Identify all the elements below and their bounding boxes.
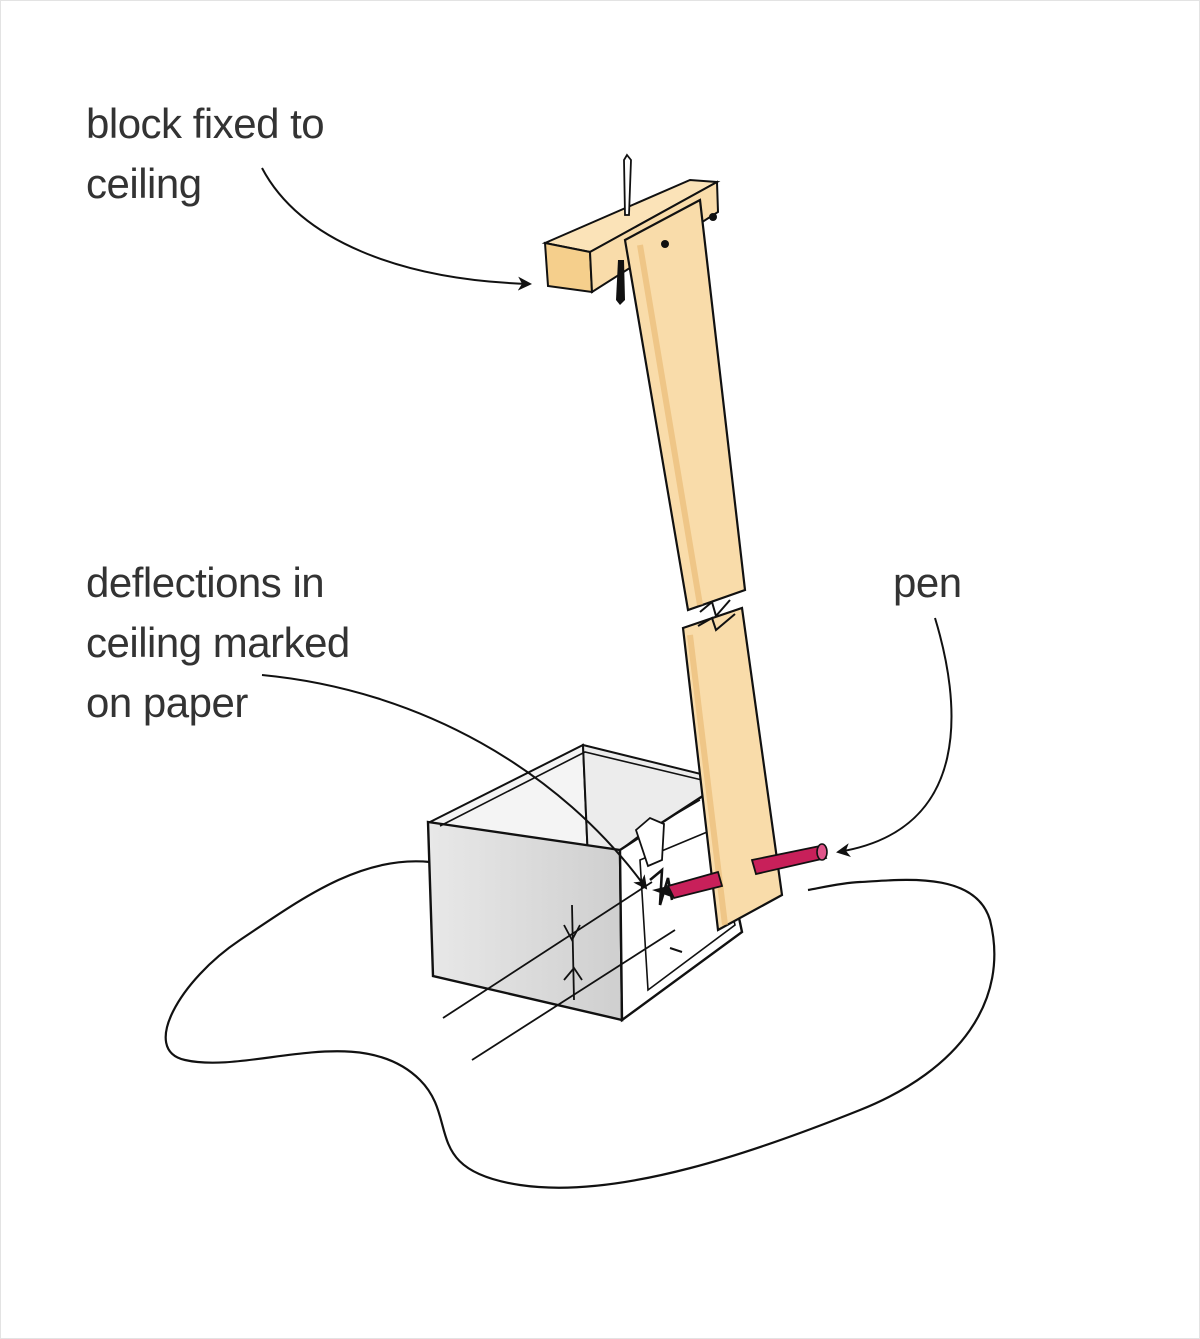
paper-clip bbox=[634, 816, 665, 868]
floor-outline bbox=[164, 860, 996, 1189]
slat-break bbox=[697, 599, 736, 632]
label-deflections: deflections in ceiling marked on paper bbox=[86, 553, 350, 733]
nail-bottom bbox=[616, 260, 625, 305]
label-line: ceiling marked bbox=[86, 619, 350, 666]
slat-upper bbox=[623, 198, 747, 612]
leader-pen bbox=[836, 617, 953, 857]
label-line: pen bbox=[893, 559, 962, 606]
label-line: block fixed to bbox=[86, 100, 325, 147]
label-block-fixed-to-ceiling: block fixed to ceiling bbox=[86, 94, 325, 214]
slat-lower bbox=[681, 606, 784, 932]
label-pen: pen bbox=[893, 553, 962, 613]
label-line: ceiling bbox=[86, 160, 202, 207]
measuring-slat bbox=[623, 198, 784, 932]
leader-deflections bbox=[261, 674, 648, 890]
leader-block bbox=[261, 167, 532, 291]
nail-top bbox=[623, 153, 632, 216]
dimension-lines bbox=[442, 881, 676, 1061]
pen bbox=[652, 843, 828, 900]
label-line: on paper bbox=[86, 679, 248, 726]
label-line: deflections in bbox=[86, 559, 325, 606]
block-front bbox=[543, 241, 594, 294]
